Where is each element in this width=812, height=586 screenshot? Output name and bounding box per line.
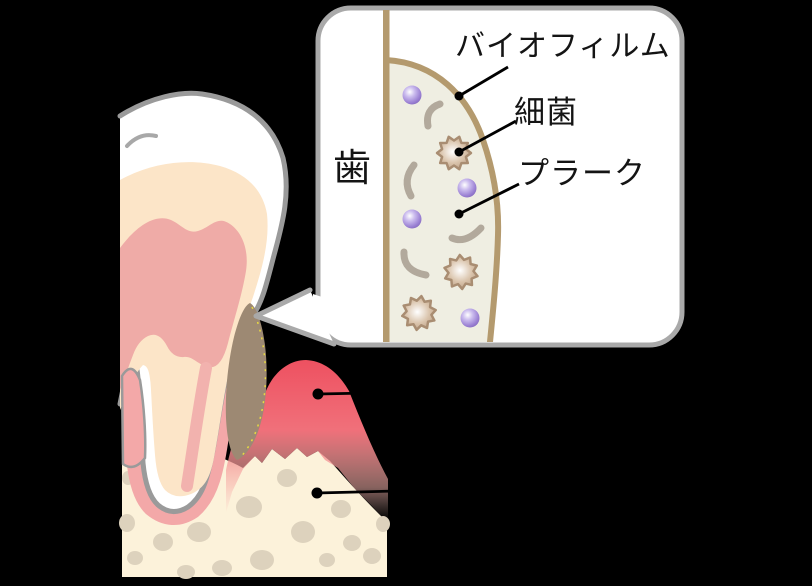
inflamed-gum [226, 360, 388, 524]
callout-leader-lines [458, 65, 520, 216]
magnifier-callout [253, 5, 685, 348]
plaque-label: プラーク [518, 156, 646, 192]
callout-leader-dots [454, 91, 464, 219]
tooth-surface-line [383, 10, 390, 342]
gum-bone-leader-lines [316, 389, 476, 495]
furcation-ligament [120, 367, 147, 469]
tooth-pulp [120, 218, 247, 390]
tail-border-patch [313, 294, 322, 315]
tartar-deposit [225, 303, 267, 460]
rod-bacteria [400, 100, 485, 279]
biofilm-label: バイオフィルム [455, 29, 671, 64]
tooth-cross-section [117, 90, 289, 514]
biofilm-membrane [385, 57, 502, 342]
root-canal [181, 362, 212, 492]
bone-trabecule-pattern [119, 440, 390, 579]
gum-bone-leader-dots [311, 388, 324, 499]
crown-highlight [125, 133, 158, 148]
bacteria-label: 細菌 [514, 95, 578, 131]
tooth-label: 歯 [333, 146, 373, 190]
